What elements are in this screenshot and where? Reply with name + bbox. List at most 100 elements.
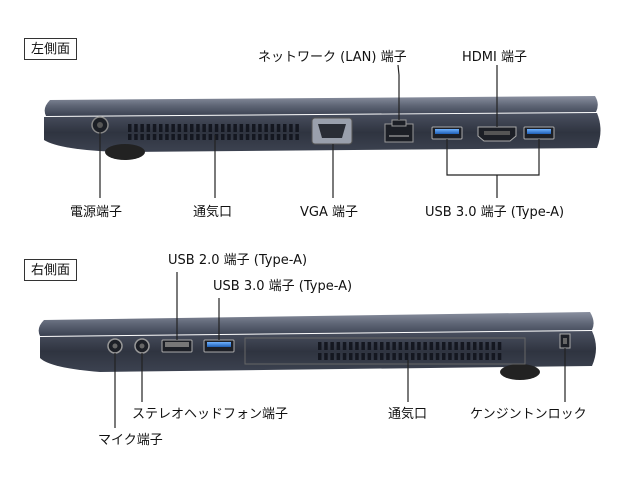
vent-slat (264, 134, 268, 140)
vent-slat (330, 353, 334, 360)
vent-slat (491, 353, 496, 360)
vent-slat (159, 124, 163, 132)
vent-slat (417, 342, 421, 350)
right-foot (500, 364, 540, 380)
left-leader-lines (99, 64, 540, 198)
vent-slat (423, 353, 427, 360)
usb-port-icon (523, 126, 555, 140)
vent-slat (448, 353, 452, 360)
vent-slat (417, 353, 421, 360)
vent-slat (128, 134, 132, 140)
label-left-vent: 通気口 (193, 205, 233, 220)
vent-slat (276, 134, 281, 140)
audio-jack-icon (107, 338, 123, 354)
vent-slat (202, 134, 206, 140)
audio-jack-icon (134, 338, 150, 354)
usb-port-icon (203, 339, 235, 353)
vent-slat (442, 342, 446, 350)
vent-slat (177, 134, 182, 140)
vent-slat (373, 342, 378, 350)
left-side-tag: 左側面 (24, 38, 78, 60)
vent-slat (404, 353, 409, 360)
vent-slat (448, 342, 452, 350)
vent-slat (221, 124, 225, 132)
vent-slat (318, 342, 322, 350)
vent-slat (152, 134, 157, 140)
vent-slat (380, 353, 384, 360)
label-mic-port: マイク端子 (98, 433, 163, 448)
label-kensington-lock: ケンジントンロック (470, 407, 587, 422)
vent-slat (233, 134, 237, 140)
vent-slat (411, 342, 415, 350)
vent-slat (460, 342, 465, 350)
left-foot (105, 144, 145, 160)
right-side-tag: 右側面 (24, 259, 78, 281)
vent-slat (134, 134, 138, 140)
vent-slat (214, 124, 219, 132)
vent-slat (361, 342, 365, 350)
vent-slat (466, 342, 471, 350)
vent-slat (128, 124, 132, 132)
vent-slat (140, 134, 144, 140)
vent-slat (245, 134, 250, 140)
vent-slat (239, 124, 244, 132)
vent-slat (227, 134, 231, 140)
vent-slat (146, 124, 151, 132)
vent-slat (221, 134, 225, 140)
vent-slat (380, 342, 384, 350)
vent-slat (233, 124, 237, 132)
vent-slat (454, 353, 458, 360)
vent-slat (202, 124, 206, 132)
vent-slat (355, 342, 359, 350)
vent-slat (423, 342, 427, 350)
vent-slat (324, 353, 328, 360)
vent-slat (349, 353, 353, 360)
vent-slat (146, 134, 151, 140)
vent-slat (497, 353, 502, 360)
usb-port-icon (431, 126, 463, 140)
vent-slat (361, 353, 365, 360)
vent-slat (190, 134, 194, 140)
vent-slat (392, 353, 396, 360)
left-lid (44, 96, 598, 116)
vent-slat (411, 353, 415, 360)
hdmi-port-icon (477, 126, 517, 142)
vga-port-icon (311, 117, 353, 145)
vent-slat (159, 134, 163, 140)
vent-slat (208, 124, 213, 132)
vent-slat (270, 124, 275, 132)
vent-slat (283, 134, 287, 140)
vent-slat (342, 342, 347, 350)
vent-slat (324, 342, 328, 350)
label-hdmi-port: HDMI 端子 (462, 50, 527, 65)
vent-slat (479, 353, 483, 360)
label-right-usb2: USB 2.0 端子 (Type-A) (168, 253, 308, 268)
vent-slat (336, 353, 341, 360)
vent-slat (289, 124, 293, 132)
vent-slat (171, 134, 175, 140)
vent-slat (355, 353, 359, 360)
vent-slat (473, 353, 477, 360)
vent-slat (442, 353, 446, 360)
vent-slat (398, 353, 403, 360)
vent-slat (429, 342, 434, 350)
vent-slat (140, 124, 144, 132)
vent-slat (214, 134, 219, 140)
right-vent (318, 342, 502, 360)
vent-slat (239, 134, 244, 140)
vent-slat (245, 124, 250, 132)
label-right-usb3: USB 3.0 端子 (Type-A) (213, 279, 353, 294)
vent-slat (258, 124, 262, 132)
vent-slat (196, 134, 200, 140)
vent-slat (270, 134, 275, 140)
vent-slat (258, 134, 262, 140)
vent-slat (264, 124, 268, 132)
vent-slat (479, 342, 483, 350)
label-vga-port: VGA 端子 (300, 205, 358, 220)
vent-slat (485, 342, 489, 350)
vent-slat (367, 353, 372, 360)
vent-slat (497, 342, 502, 350)
power-jack-icon (91, 116, 109, 134)
vent-slat (196, 124, 200, 132)
label-right-vent: 通気口 (388, 407, 428, 422)
